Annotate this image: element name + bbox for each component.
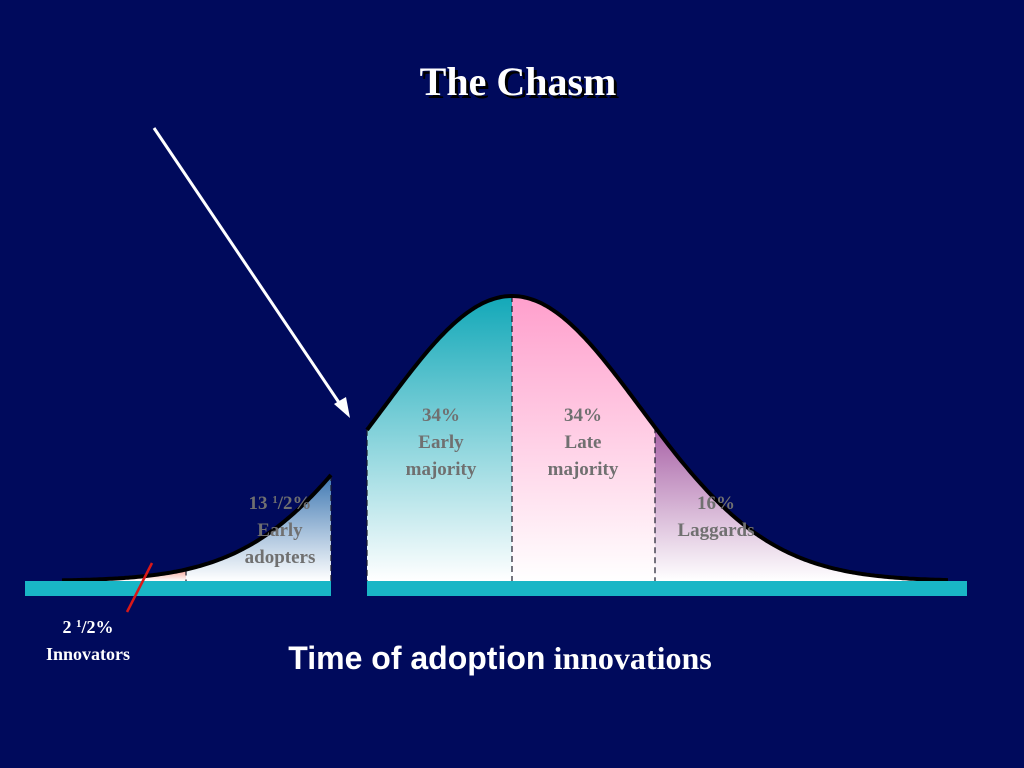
late-majority-name-line1: Late [564,432,602,453]
curve-outline-right [365,294,948,583]
early-majority-label: 34% Early majority [386,402,496,483]
late-majority-segment [512,296,655,581]
innovators-segment [62,569,186,581]
baseline-bar-left [25,581,331,596]
early-adopters-segment [186,475,331,581]
laggards-name: Laggards [677,520,755,541]
early-majority-name-line2: majority [405,459,477,480]
early-majority-name-line1: Early [418,432,464,453]
late-majority-percent: 34% [564,405,602,426]
axis-caption: Time of adoption innovations [0,640,1000,677]
curve-outline-left [61,473,333,583]
baseline-bar-right [367,581,967,596]
innovators-percent: 2 1/2% [62,617,114,637]
chasm-arrow-head [334,397,350,418]
caption-time-of-adoption: Time of adoption [288,640,546,676]
slide-title: The Chasm [419,59,617,104]
laggards-label: 16% Laggards [660,490,772,544]
early-majority-segment [367,296,512,581]
late-majority-name-line2: majority [547,459,619,480]
late-majority-label: 34% Late majority [528,402,638,483]
laggards-segment [655,427,948,581]
innovators-pointer-line [125,562,154,613]
innovators-name: Innovators [45,644,130,664]
early-adopters-name-line2: adopters [244,547,316,568]
curve-segment-fills [62,296,948,581]
early-adopters-name-line1: Early [257,520,303,541]
laggards-percent: 16% [697,493,735,514]
early-adopters-label: 13 1/2% Early adopters [224,490,336,571]
innovators-label: 2 1/2% Innovators [20,614,156,668]
chasm-arrow-line [152,127,346,411]
caption-innovations: innovations [545,640,712,676]
early-adopters-percent: 13 1/2% [248,493,312,514]
early-majority-percent: 34% [422,405,460,426]
